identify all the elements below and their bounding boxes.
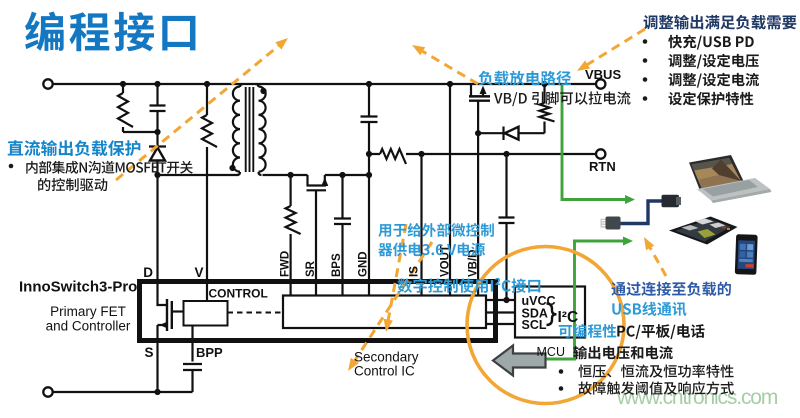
svg-text:Secondary: Secondary	[354, 350, 419, 365]
svg-text:FWD: FWD	[280, 251, 292, 277]
svg-text:Control IC: Control IC	[354, 364, 415, 379]
svg-text:IS: IS	[409, 266, 421, 277]
svg-text:VBUS: VBUS	[585, 67, 621, 82]
svg-text:BPP: BPP	[196, 345, 223, 360]
svg-text:V: V	[194, 265, 203, 280]
svg-text:Primary FET: Primary FET	[50, 304, 126, 319]
svg-text:I²C: I²C	[558, 309, 579, 326]
svg-text:SCL: SCL	[522, 318, 547, 332]
svg-text:InnoSwitch3-Pro: InnoSwitch3-Pro	[19, 279, 137, 296]
svg-text:CONTROL: CONTROL	[209, 287, 268, 301]
svg-text:D: D	[143, 265, 153, 280]
svg-text:RTN: RTN	[589, 159, 616, 174]
svg-text:S: S	[144, 345, 153, 360]
svg-text:and Controller: and Controller	[46, 319, 131, 334]
svg-text:SR: SR	[305, 260, 317, 277]
svg-text:SDA: SDA	[522, 307, 548, 321]
svg-text:MCU: MCU	[537, 345, 565, 359]
svg-text:BPS: BPS	[331, 253, 343, 277]
svg-text:GND: GND	[358, 251, 370, 277]
svg-text:VB/D: VB/D	[468, 250, 480, 277]
